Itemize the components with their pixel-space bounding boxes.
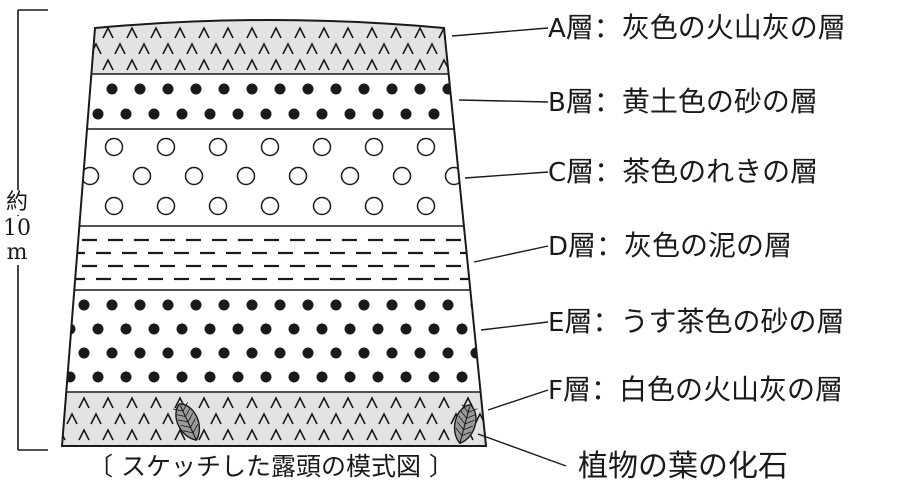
layer-code: F xyxy=(548,376,563,406)
label-leader-line xyxy=(473,245,549,263)
layer-d-pattern xyxy=(70,238,486,281)
label-leader-line xyxy=(451,27,549,37)
scale-label-number: 10 xyxy=(2,216,32,241)
layer-description: 層：白色の火山灰の層 xyxy=(562,373,843,406)
layer-b xyxy=(62,74,486,129)
layer-d xyxy=(62,226,486,290)
fossil-label: 植物の葉の化石 xyxy=(578,449,788,484)
leaf-fossil-icon xyxy=(173,402,201,441)
layer-description: 層：黄土色の砂の層 xyxy=(565,85,818,118)
layer-label-a: A層：灰色の火山灰の層 xyxy=(548,12,846,45)
layer-description: 層：うす茶色の砂の層 xyxy=(564,305,845,338)
layer-label-d: D層：灰色の泥の層 xyxy=(548,230,792,263)
scale-label-approx: 約 xyxy=(2,190,32,215)
label-leader-line xyxy=(458,99,549,103)
figure-caption: 〔 スケッチした露頭の模式図 〕 xyxy=(88,452,454,481)
fossil-leader-line xyxy=(477,433,567,467)
label-leader-line xyxy=(464,171,549,179)
scale-label-unit: m xyxy=(2,240,32,265)
layer-code: B xyxy=(548,88,566,118)
outcrop-outline xyxy=(60,19,488,447)
layer-code: A xyxy=(548,14,566,44)
layer-description: 層：茶色のれきの層 xyxy=(566,155,819,188)
layer-code: E xyxy=(548,308,565,338)
layer-label-b: B層：黄土色の砂の層 xyxy=(548,86,818,119)
layer-label-e: E層：うす茶色の砂の層 xyxy=(548,306,844,339)
layer-f-pattern xyxy=(62,396,486,441)
leaf-fossil-icon xyxy=(453,403,478,445)
layer-code: D xyxy=(548,232,569,262)
label-leader-line xyxy=(480,321,549,331)
layer-label-c: C層：茶色のれきの層 xyxy=(548,156,818,189)
label-leader-line xyxy=(487,389,549,411)
layer-code: C xyxy=(548,158,567,188)
layer-description: 層：灰色の火山灰の層 xyxy=(565,11,846,44)
layer-label-f: F層：白色の火山灰の層 xyxy=(548,374,843,407)
layer-description: 層：灰色の泥の層 xyxy=(568,229,793,262)
